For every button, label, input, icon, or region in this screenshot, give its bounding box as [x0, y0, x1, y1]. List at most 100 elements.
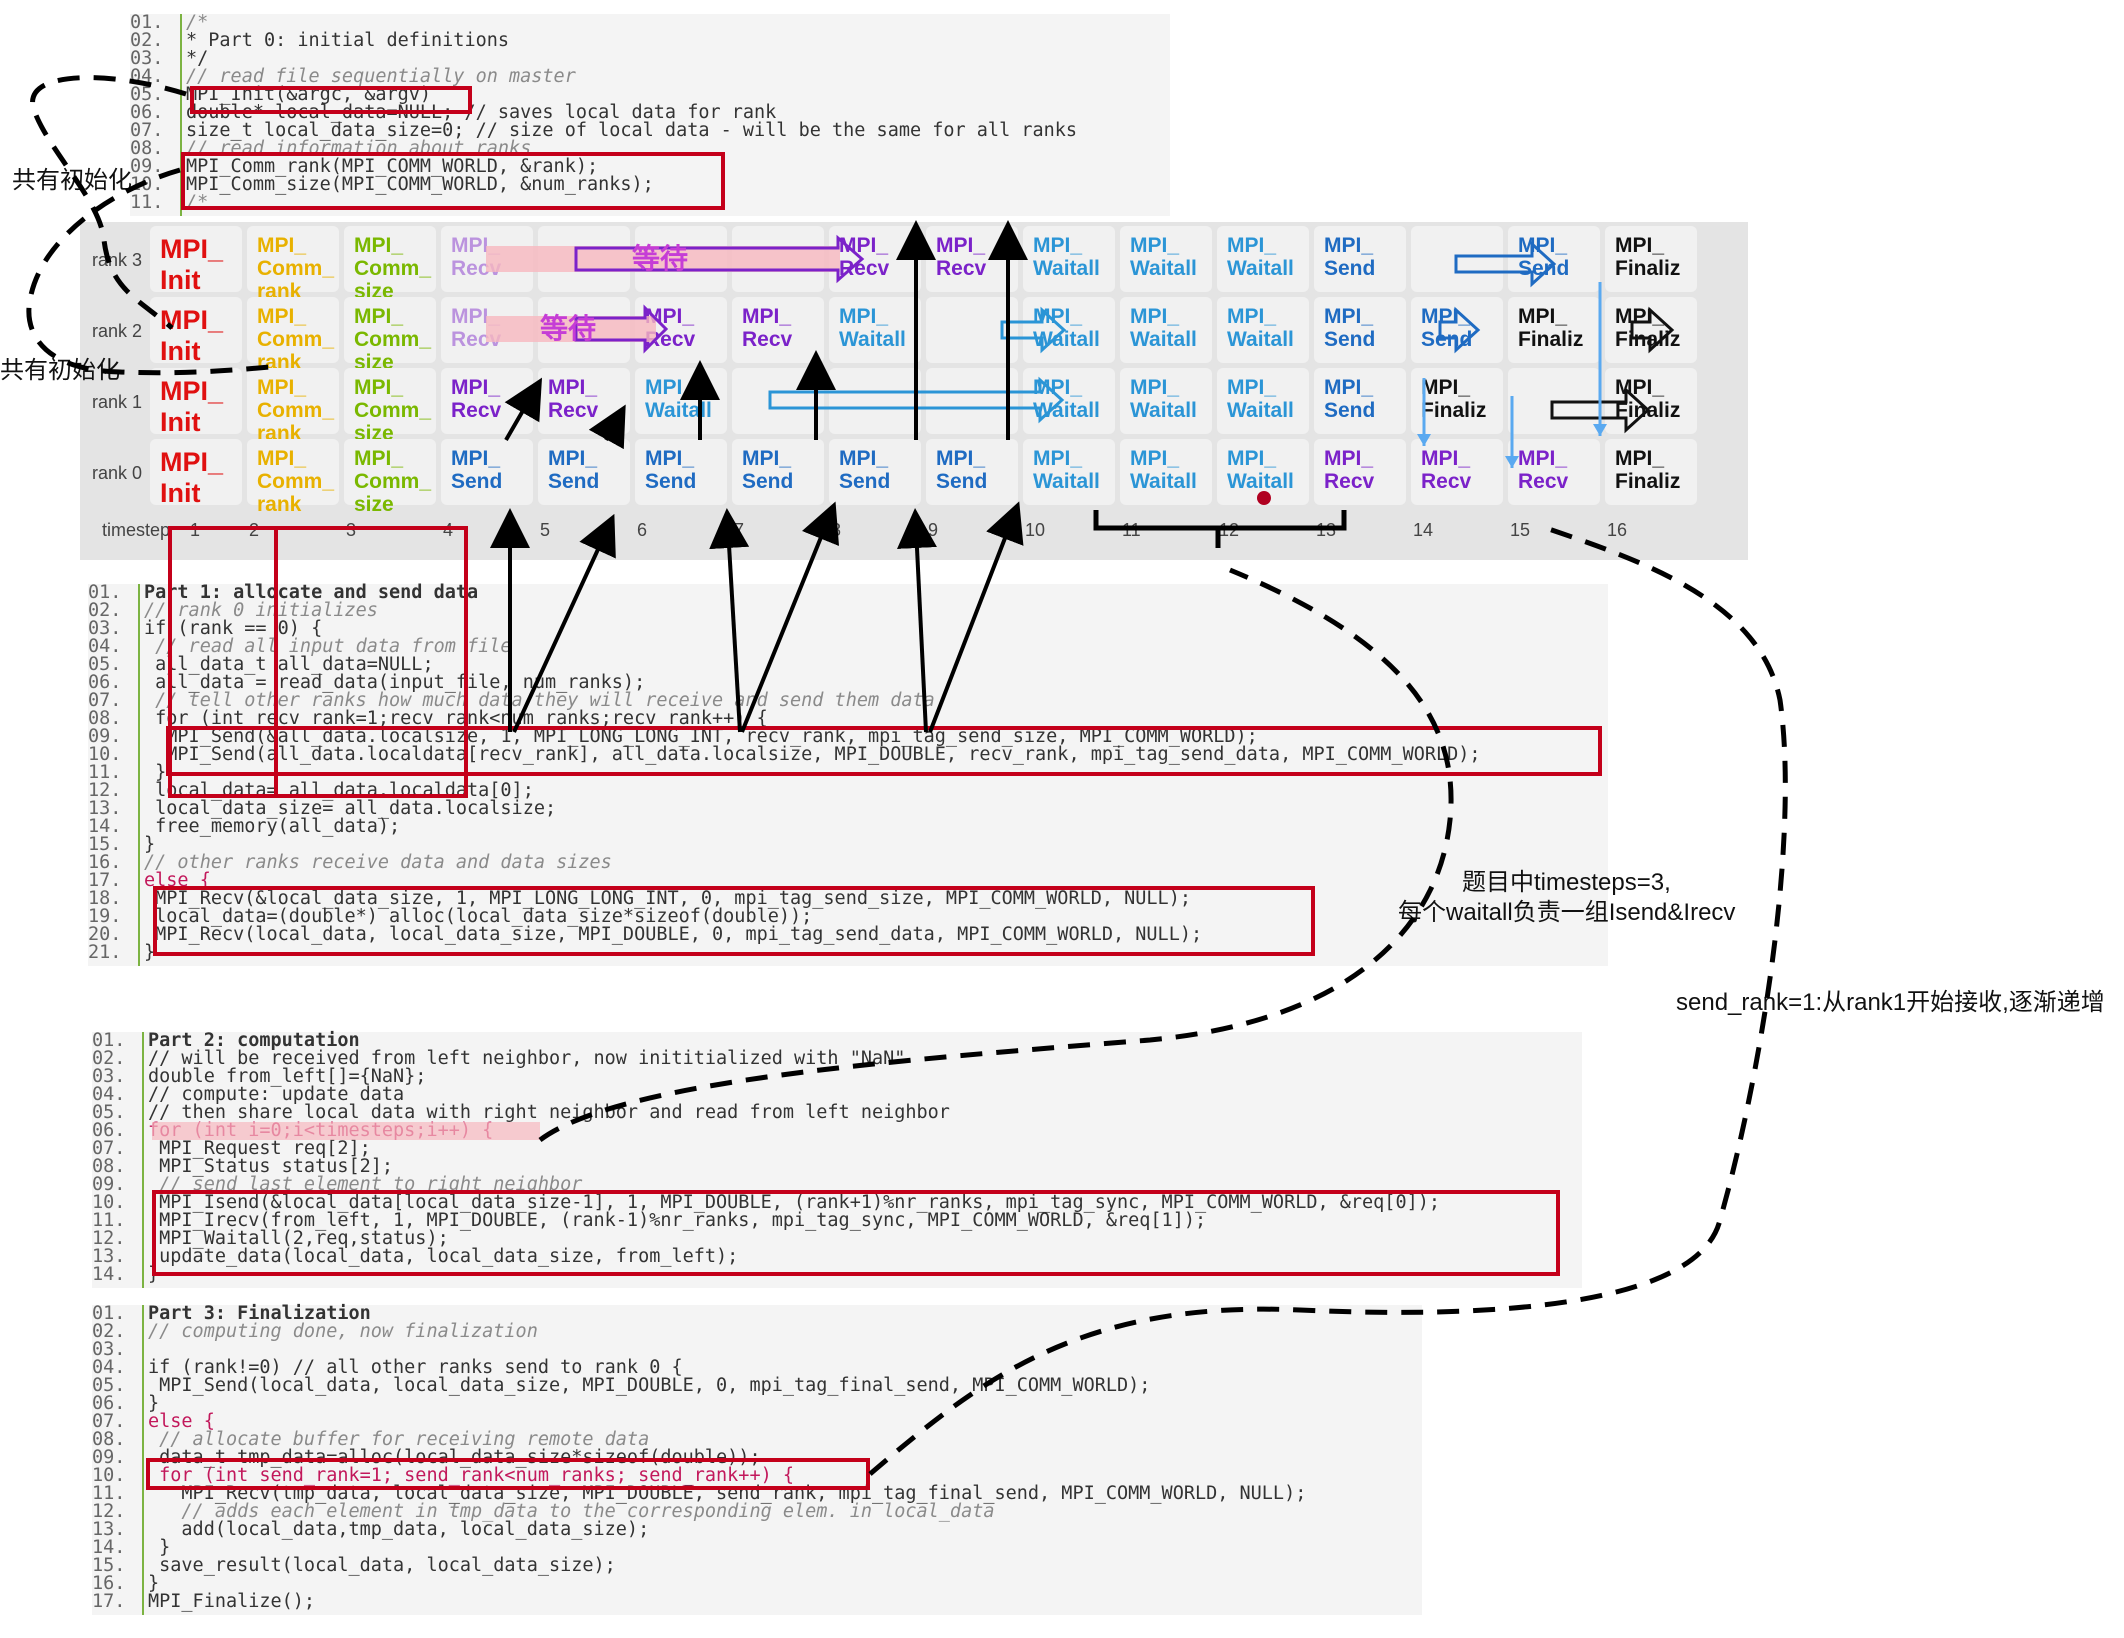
- wait-label-rank3: 等待: [632, 242, 688, 275]
- cell-label: MPI_ Finaliz: [1518, 305, 1584, 351]
- line-number: 02.: [88, 600, 122, 621]
- timestep-label: 10: [1025, 520, 1046, 540]
- cell-label: MPI_ Init: [160, 447, 224, 508]
- cell-label: MPI_ Recv: [1421, 447, 1472, 493]
- timeline-cell: MPI_ Waitall: [1023, 297, 1115, 363]
- code-text: // read file sequentially on master: [186, 66, 576, 87]
- timeline-cell: MPI_ Waitall: [1120, 297, 1212, 363]
- cell-label: MPI_ Finaliz: [1421, 376, 1487, 422]
- code-text: // allocate buffer for receiving remote …: [148, 1429, 650, 1450]
- timeline-cell: MPI_ Send: [1314, 226, 1406, 292]
- cell-label: MPI_ Waitall: [1033, 376, 1100, 422]
- code-line: 01./*: [130, 13, 208, 32]
- code-text: if (rank == 0) {: [144, 618, 323, 639]
- code-line: 11. }: [88, 762, 167, 783]
- line-number: 14.: [92, 1264, 126, 1285]
- line-number: 03.: [88, 618, 122, 639]
- waitall-arrow-rank2: [1000, 306, 1067, 354]
- line-number: 02.: [92, 1048, 126, 1069]
- timeline-cell: [829, 368, 921, 434]
- timestep-label: 15: [1510, 520, 1531, 540]
- line-number: 11.: [92, 1210, 126, 1231]
- code-text: }: [148, 1573, 160, 1594]
- code-text: MPI_Recv(local_data, local_data_size, MP…: [144, 924, 1203, 945]
- timeline-cell: [926, 368, 1018, 434]
- line-number: 04.: [92, 1084, 126, 1105]
- timeline-cell: MPI_ Send: [441, 439, 533, 505]
- cell-label: MPI_ Waitall: [1227, 447, 1294, 493]
- timeline-cell: MPI_ Comm_ size: [344, 439, 436, 516]
- code-line: 07.else {: [92, 1412, 215, 1431]
- code-line: 10.MPI_Comm_size(MPI_COMM_WORLD, &num_ra…: [130, 175, 654, 194]
- line-number: 02.: [92, 1321, 126, 1342]
- code-line: 04.// compute: update data: [92, 1084, 404, 1105]
- line-number: 15.: [92, 1555, 126, 1576]
- cell-label: MPI_ Comm_ rank: [257, 234, 335, 303]
- cell-label: MPI_ Recv: [1518, 447, 1569, 493]
- send-down-arrow-2-head: [1505, 456, 1519, 468]
- line-number: 13.: [88, 798, 122, 819]
- code-text: free_memory(all_data);: [144, 816, 401, 837]
- line-number: 10.: [92, 1192, 126, 1213]
- for-loop-highlight: [152, 1122, 540, 1140]
- timeline-cell: MPI_ Waitall: [1120, 226, 1212, 292]
- timeline-cell: MPI_ Finaliz: [1508, 297, 1600, 363]
- arrow-up-6r: [588, 404, 626, 450]
- mpi-send-highlight: [166, 726, 1602, 776]
- line-number: 15.: [88, 834, 122, 855]
- line-number: 04.: [92, 1357, 126, 1378]
- timeline-cell: MPI_ Send: [1508, 226, 1600, 292]
- timeline-cell: MPI_ Init: [150, 439, 242, 508]
- comm-rank-size-highlight: [181, 152, 725, 210]
- cell-label: MPI_ Send: [1324, 305, 1376, 351]
- code-text: local_data=(double*) alloc(local_data_si…: [144, 906, 813, 927]
- cell-label: MPI_ Waitall: [1130, 234, 1197, 280]
- line-number: 08.: [92, 1156, 126, 1177]
- code-text: MPI_Irecv(from_left, 1, MPI_DOUBLE, (ran…: [148, 1210, 1207, 1231]
- code-line: 03. if (rank == 0) {: [88, 618, 323, 639]
- wait-label-rank2: 等待: [540, 312, 596, 345]
- timeline-cell: MPI_ Waitall: [1217, 226, 1309, 292]
- timeline-cell: MPI_ Send: [1314, 368, 1406, 434]
- line-number: 12.: [92, 1228, 126, 1249]
- line-number: 05.: [92, 1375, 126, 1396]
- timestep-label: 5: [540, 520, 551, 540]
- code-line: 13. local_data_size= all_data.localsize;: [88, 798, 556, 819]
- line-number: 09.: [92, 1174, 126, 1195]
- timestep-axis-label: timestep: [102, 520, 171, 540]
- line-number: 08.: [88, 708, 122, 729]
- timeline-cell: MPI_ Comm_ size: [344, 297, 436, 374]
- code-line: 02.// will be received from left neighbo…: [92, 1048, 905, 1069]
- code-text: }: [144, 942, 156, 963]
- code-line: 05. MPI_Send(local_data, local_data_size…: [92, 1375, 1150, 1396]
- code-text: add(local_data,tmp_data, local_data_size…: [148, 1519, 650, 1540]
- arrow-send-9: [928, 501, 1024, 733]
- code-text: }: [148, 1393, 160, 1414]
- code-text: MPI_Send(&all_data.localsize, 1, MPI_LON…: [144, 726, 1258, 747]
- line-number: 11.: [130, 192, 164, 213]
- cell-label: MPI_ Finaliz: [1615, 234, 1681, 280]
- row-label: rank 0: [92, 463, 143, 483]
- code-text: }: [144, 762, 167, 783]
- code-text: Part 2: computation: [148, 1030, 360, 1051]
- line-number: 19.: [88, 906, 122, 927]
- code-text: MPI_Request req[2];: [148, 1138, 371, 1159]
- code-line: 15.}: [88, 834, 155, 855]
- code-line: 20. MPI_Recv(local_data, local_data_size…: [88, 924, 1203, 945]
- code-line: 01.Part 1: allocate and send data: [88, 582, 478, 603]
- code-line: 18. MPI_Recv(&local_data_size, 1, MPI_LO…: [88, 889, 1191, 908]
- code-line: 16.}: [92, 1573, 160, 1594]
- cell-label: MPI_ Send: [451, 447, 503, 493]
- code-text: // send last element to right neighbor: [148, 1174, 583, 1195]
- line-number: 17.: [92, 1591, 126, 1612]
- code-line: 09. data_t tmp_data=alloc(local_data_siz…: [92, 1448, 761, 1467]
- line-number: 03.: [92, 1339, 126, 1360]
- line-number: 01.: [88, 582, 122, 603]
- note-timesteps-2: 每个waitall负责一组Isend&Irecv: [1398, 899, 1736, 926]
- cell-label: MPI_ Waitall: [1033, 234, 1100, 280]
- timeline-cell: MPI_ Recv: [1314, 439, 1406, 505]
- code-text: // other ranks receive data and data siz…: [144, 852, 612, 873]
- timeline-cell: MPI_ Comm_ rank: [247, 439, 339, 516]
- code-line: 17.else {: [88, 871, 211, 890]
